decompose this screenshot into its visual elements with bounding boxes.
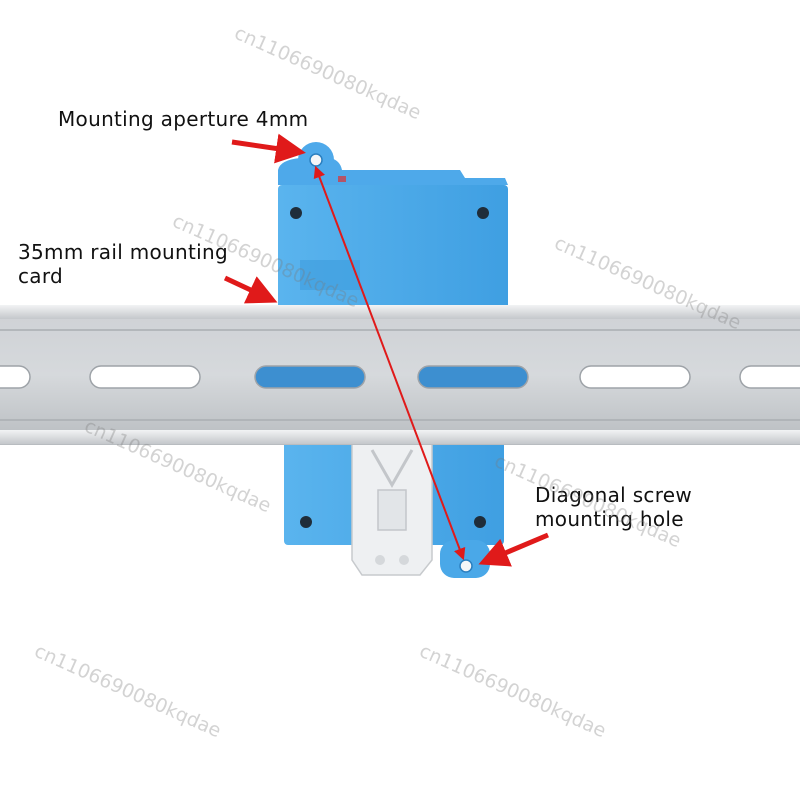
red-arrow-icon bbox=[231, 133, 306, 164]
label-rail-line-1: 35mm rail mounting bbox=[18, 240, 228, 264]
screw-icon bbox=[477, 207, 489, 219]
red-arrow-icon bbox=[478, 532, 549, 567]
screw-icon bbox=[474, 516, 486, 528]
label-rail-mounting-card: 35mm rail mounting card bbox=[18, 240, 228, 288]
label-diag-line-1: Diagonal screw bbox=[535, 483, 693, 507]
label-rail-line-2: card bbox=[18, 264, 64, 288]
screw-icon bbox=[300, 516, 312, 528]
red-arrow-icon bbox=[223, 275, 278, 304]
label-diag-line-2: mounting hole bbox=[535, 507, 684, 531]
din-rail-clip bbox=[351, 429, 433, 576]
label-mounting-aperture: Mounting aperture 4mm bbox=[58, 107, 309, 131]
screw-icon bbox=[290, 207, 302, 219]
din-rail-35mm bbox=[0, 305, 800, 445]
diagonal-screw-hole bbox=[459, 559, 473, 573]
mounting-aperture-hole bbox=[309, 153, 323, 167]
red-double-arrow-icon bbox=[313, 165, 466, 561]
label-diagonal-screw-hole: Diagonal screw mounting hole bbox=[535, 483, 692, 531]
